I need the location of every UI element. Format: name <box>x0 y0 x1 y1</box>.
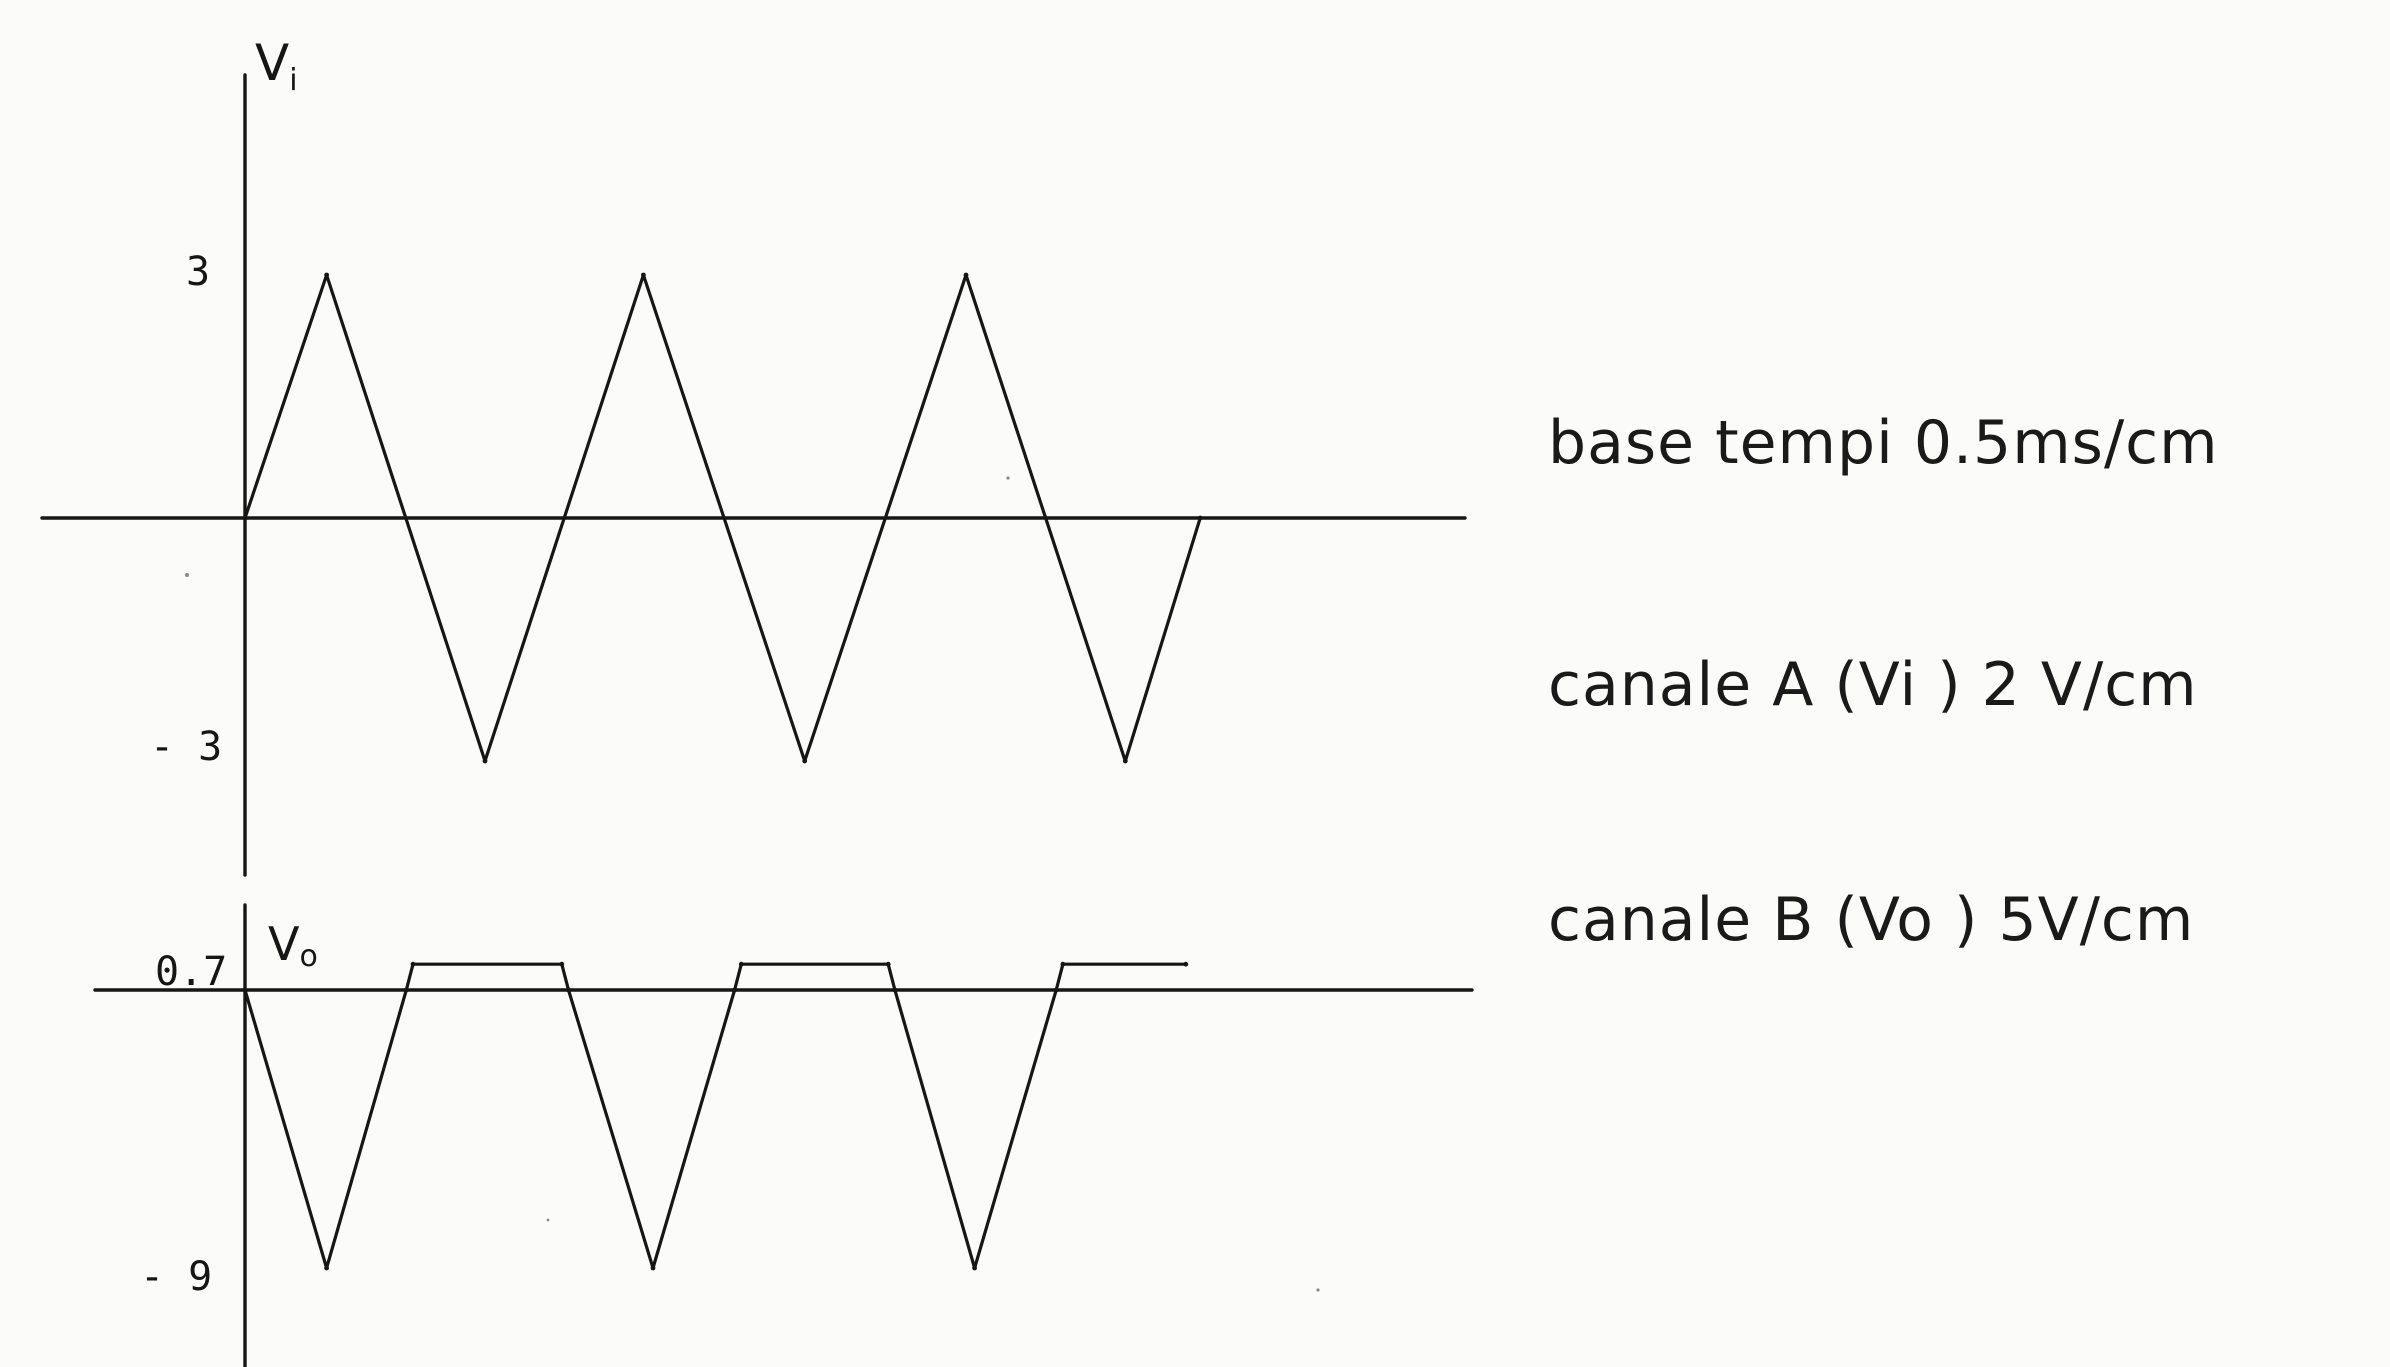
vo-axis-label: Vo <box>268 917 318 974</box>
vo-vertex-11 <box>972 1265 977 1271</box>
vo-vertex-10 <box>892 987 898 993</box>
vi-vertex-3 <box>641 272 646 278</box>
vo-vertex-0 <box>242 987 248 993</box>
vo-vertex-12 <box>1053 987 1059 993</box>
vi-vertex-6 <box>1122 758 1128 764</box>
vo-vertex-3 <box>410 961 416 967</box>
vo-axis-label-sub: o <box>299 939 317 974</box>
vo-vertex-2 <box>403 987 409 993</box>
vo-vertex-group <box>242 961 1189 1271</box>
paper-speck <box>546 1218 550 1222</box>
vo-vertex-5 <box>566 987 571 993</box>
paper-speck <box>1316 1288 1320 1292</box>
scope-settings-legend: base tempi 0.5ms/cm canale A (Vi ) 2 V/c… <box>1548 0 2368 1367</box>
vi-tick-label-minus-3: - 3 <box>150 724 222 770</box>
vo-vertex-8 <box>738 961 744 967</box>
legend-canale-b: canale B (Vo ) 5V/cm <box>1548 885 2195 955</box>
vi-vertex-4 <box>802 758 808 764</box>
vi-vertex-2 <box>482 758 488 764</box>
vo-vertex-14 <box>1183 961 1189 967</box>
vo-vertex-7 <box>732 987 737 993</box>
vi-vertex-7 <box>1197 515 1203 521</box>
vo-vertex-1 <box>324 1265 329 1271</box>
waveform-plot: Vi Vo 3 - 3 0.7 - 9 <box>40 34 1474 1367</box>
vo-tick-label-minus-9: - 9 <box>140 1254 212 1300</box>
vo-series-line <box>243 962 1188 1270</box>
paper-speck <box>1006 476 1010 480</box>
paper-speck <box>185 573 189 577</box>
vo-vertex-13 <box>1060 961 1066 967</box>
vi-axis-label-main: V <box>255 34 289 92</box>
vi-vertex-1 <box>324 272 329 278</box>
vi-axis-label: Vi <box>255 34 298 98</box>
vi-axis-label-sub: i <box>289 63 297 98</box>
vi-vertex-0 <box>242 515 248 521</box>
legend-base-tempi: base tempi 0.5ms/cm <box>1548 408 2219 478</box>
legend-canale-a: canale A (Vi ) 2 V/cm <box>1548 650 2198 720</box>
vi-series-line <box>243 273 1202 763</box>
vo-axis-label-main: V <box>268 917 300 971</box>
vi-tick-label-3: 3 <box>186 249 210 295</box>
vo-tick-label-0-7: 0.7 <box>155 949 227 995</box>
vo-vertex-9 <box>885 961 891 967</box>
vi-vertex-group <box>242 272 1203 764</box>
vo-vertex-4 <box>559 961 565 967</box>
vi-vertex-5 <box>963 272 969 278</box>
vo-vertex-6 <box>650 1265 656 1271</box>
